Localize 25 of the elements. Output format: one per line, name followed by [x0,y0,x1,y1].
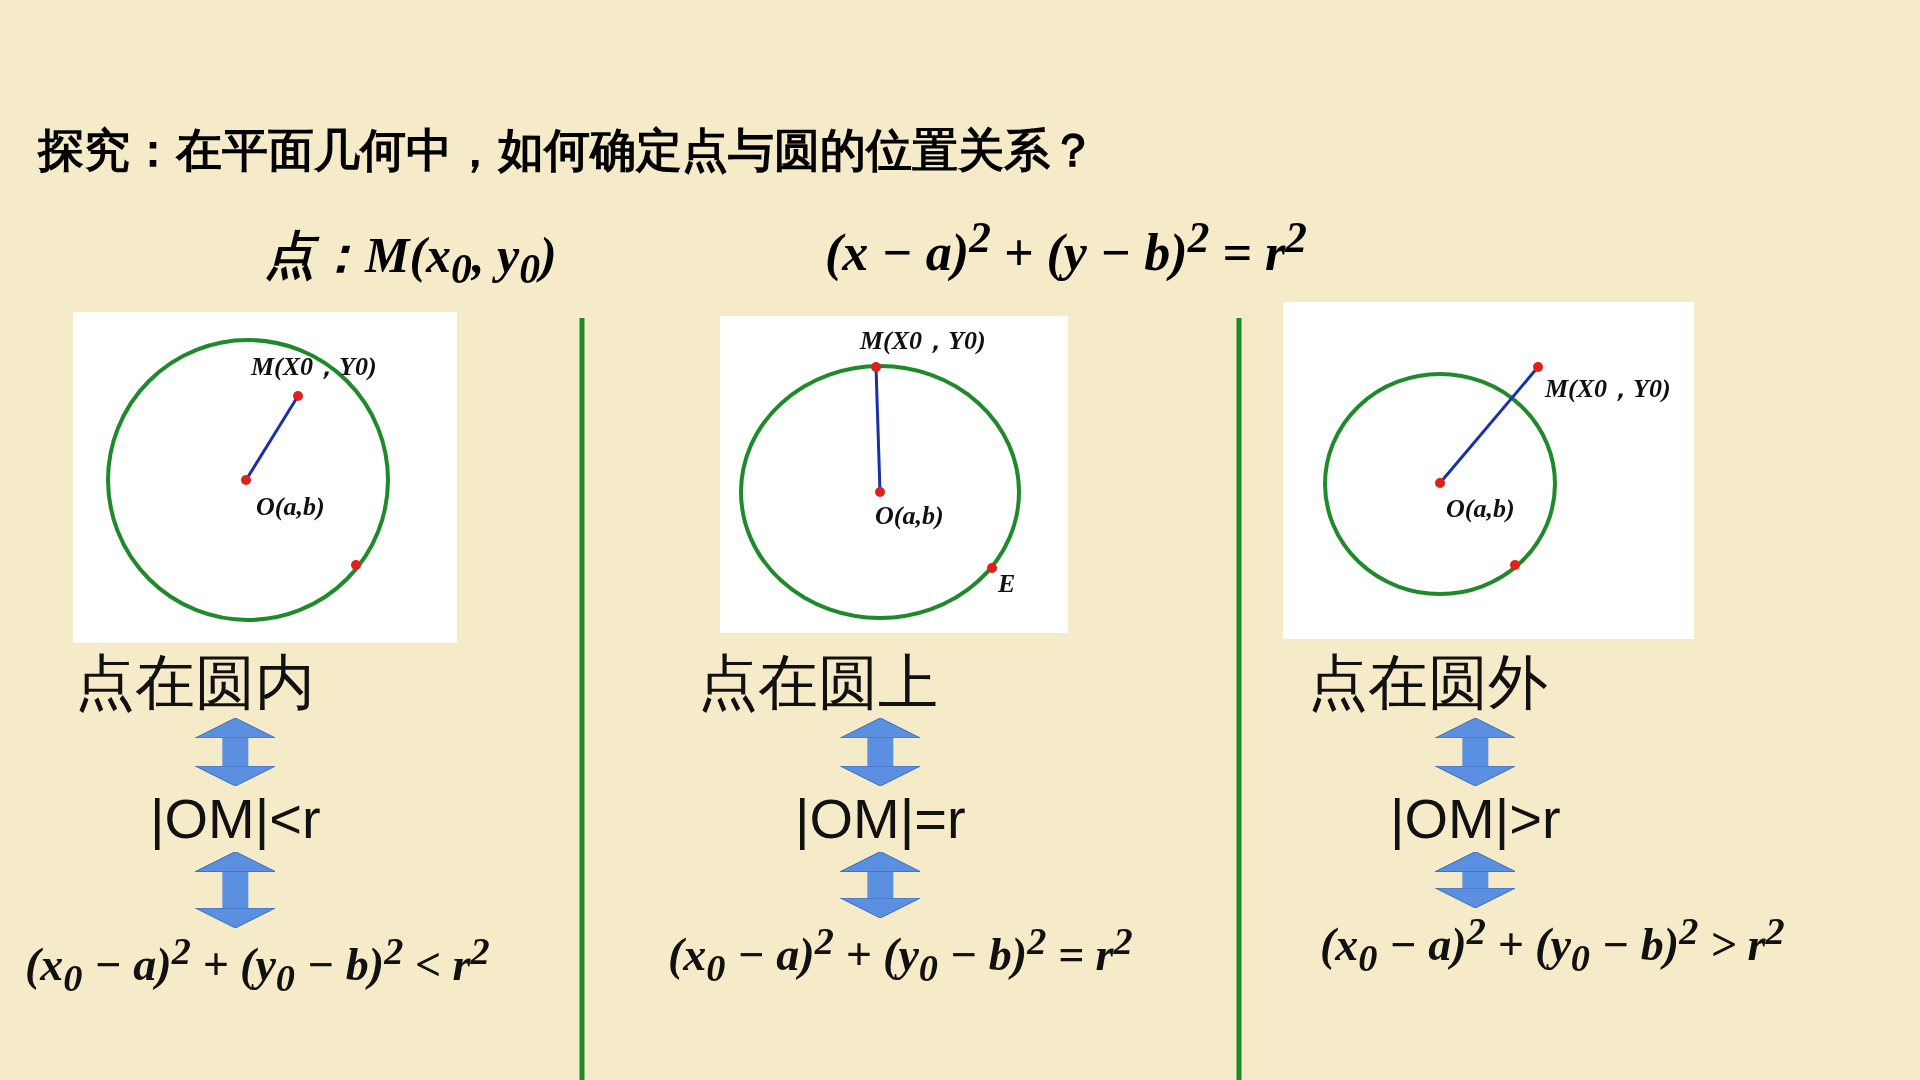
inequality-formula: (x$_{0}$ − a)$^{2}$ + (y$_{0}$ − b)$^{2}$ > r$^{2}$ [1320,910,1785,979]
inequality-formula: (x$_{0}$ − a)$^{2}$ + (y$_{0}$ − b)$^{2}$ < r$^{2}$ [25,930,490,999]
equation-formula: (x$_{0}$ − a)$^{2}$ + (y$_{0}$ − b)$^{2}$ = r$^{2}$ [668,920,1133,989]
double-arrow [839,717,921,787]
statement-text: 点在圆上 [698,650,938,716]
point-label: O(a,b) [1446,496,1515,522]
point-label: O(a,b) [875,503,944,529]
double-arrow [1434,851,1516,909]
condition-text: |OM|=r [795,788,966,850]
double-arrow [194,851,276,929]
title: 探究：在平面几何中，如何确定点与圆的位置关系？ [38,123,1096,178]
point-notation: 点：M(x$_{0}$, y$_{0}$) [265,226,557,293]
point-label: M(X0，Y0) [1545,376,1671,402]
statement-text: 点在圆内 [75,650,315,716]
condition-text: |OM|>r [1390,788,1561,850]
double-arrow [839,851,921,919]
point-label: O(a,b) [256,494,325,520]
condition-text: |OM|<r [150,788,321,850]
double-arrow [1434,717,1516,787]
point-label: M(X0，Y0) [251,354,377,380]
statement-text: 点在圆外 [1308,650,1548,716]
point-label: E [998,571,1016,597]
double-arrow [194,717,276,787]
circle-equation: (x − a)$^{2}$ + (y − b)$^{2}$ = r$^{2}$ [825,212,1307,283]
point-label: M(X0，Y0) [860,328,986,354]
